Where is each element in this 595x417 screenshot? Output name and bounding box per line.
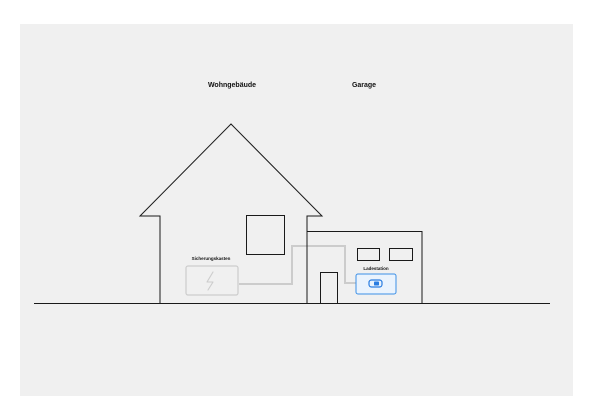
charging-station-label: Ladestation <box>363 266 389 271</box>
diagram-canvas: Wohngebäude Garage Sicherungskasten Lade… <box>20 24 573 396</box>
fuse-box-label: Sicherungskasten <box>191 256 231 261</box>
house-label: Wohngebäude <box>207 82 257 89</box>
house-outline <box>138 123 324 303</box>
diagram-svg <box>34 123 550 304</box>
garage-door <box>320 272 338 303</box>
garage-window-left <box>357 248 380 261</box>
fuse-box <box>185 265 239 296</box>
power-cable <box>239 245 356 285</box>
car-charging-icon <box>368 279 383 288</box>
garage-label: Garage <box>351 82 377 89</box>
lightning-bolt-icon <box>206 271 214 291</box>
garage-window-right <box>389 248 413 261</box>
house-window <box>246 215 285 255</box>
